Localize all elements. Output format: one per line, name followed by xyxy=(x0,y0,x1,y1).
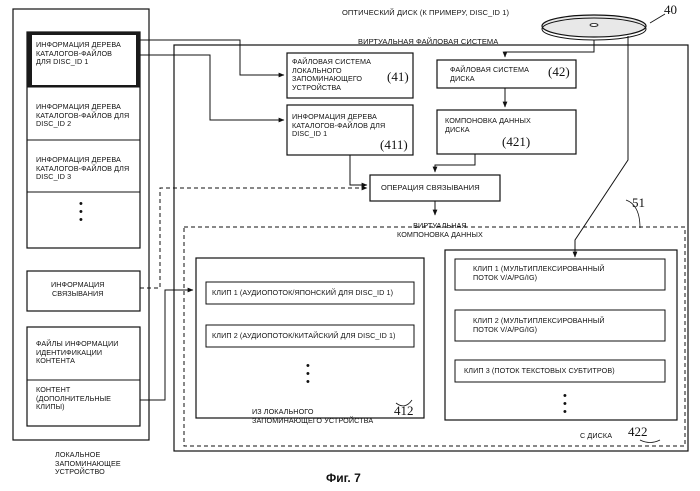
local-clips-ref: 412 xyxy=(394,404,414,418)
local-clip-1: КЛИП 1 (АУДИОПОТОК/ЯПОНСКИЙ ДЛЯ DISC_ID … xyxy=(212,289,393,298)
local-clips-dots: ••• xyxy=(306,362,310,386)
ref-422-leader xyxy=(640,440,660,443)
figure-caption: Фиг. 7 xyxy=(326,471,361,485)
link-info-label: ИНФОРМАЦИЯ СВЯЗЫВАНИЯ xyxy=(51,281,105,298)
disc-layout-label: КОМПОНОВКА ДАННЫХ ДИСКА xyxy=(445,117,531,134)
disc-ref-leader xyxy=(650,14,665,23)
arrow-local-tree-to-binding xyxy=(350,155,367,185)
local-item-1: ИНФОРМАЦИЯ ДЕРЕВА КАТАЛОГОВ-ФАЙЛОВ ДЛЯ D… xyxy=(36,41,136,67)
local-tree-label: ИНФОРМАЦИЯ ДЕРЕВА КАТАЛОГОВ-ФАЙЛОВ ДЛЯ D… xyxy=(292,113,385,139)
more-items-dots: ••• xyxy=(79,200,83,224)
optical-disc-icon xyxy=(542,15,646,40)
disc-label: ОПТИЧЕСКИЙ ДИСК (К ПРИМЕРУ, DISC_ID 1) xyxy=(342,9,509,18)
arrow-item1-to-local-tree xyxy=(140,55,284,120)
local-fs-label: ФАЙЛОВАЯ СИСТЕМА ЛОКАЛЬНОГО ЗАПОМИНАЮЩЕГ… xyxy=(292,58,371,92)
virtual-panel-ref: 51 xyxy=(632,196,645,210)
binding-label: ОПЕРАЦИЯ СВЯЗЫВАНИЯ xyxy=(381,184,480,193)
local-tree-ref: (411) xyxy=(380,138,408,152)
disc-clip-2: КЛИП 2 (МУЛЬТИПЛЕКСИРОВАННЫЙ ПОТОК V/A/P… xyxy=(473,317,605,334)
arrow-disc-to-disc-fs xyxy=(505,40,594,57)
disc-ref: 40 xyxy=(664,3,677,17)
content-id-label: ФАЙЛЫ ИНФОРМАЦИИ ИДЕНТИФИКАЦИИ КОНТЕНТА xyxy=(36,340,119,366)
disc-fs-ref: (42) xyxy=(548,65,570,79)
arrow-disc-layout-to-binding xyxy=(435,154,475,172)
local-clips-caption: ИЗ ЛОКАЛЬНОГО ЗАПОМИНАЮЩЕГО УСТРОЙСТВА xyxy=(252,408,373,425)
disc-clip-3: КЛИП 3 (ПОТОК ТЕКСТОВЫХ СУБТИТРОВ) xyxy=(464,367,615,376)
local-clip-2: КЛИП 2 (АУДИОПОТОК/КИТАЙСКИЙ ДЛЯ DISC_ID… xyxy=(212,332,396,341)
disc-clips-dots: ••• xyxy=(563,392,567,416)
local-fs-ref: (41) xyxy=(387,70,409,84)
disc-clips-caption: С ДИСКА xyxy=(580,432,612,441)
local-item-3: ИНФОРМАЦИЯ ДЕРЕВА КАТАЛОГОВ-ФАЙЛОВ ДЛЯ D… xyxy=(36,156,136,182)
disc-clips-ref: 422 xyxy=(628,425,648,439)
arrow-disc-to-disc-clips xyxy=(575,36,628,257)
vfs-label: ВИРТУАЛЬНАЯ ФАЙЛОВАЯ СИСТЕМА xyxy=(358,38,498,47)
virtual-layout-label: ВИРТУАЛЬНАЯ КОМПОНОВКА ДАННЫХ xyxy=(397,222,483,239)
disc-layout-ref: (421) xyxy=(502,135,530,149)
disc-fs-label: ФАЙЛОВАЯ СИСТЕМА ДИСКА xyxy=(450,66,529,83)
local-storage-label: ЛОКАЛЬНОЕ ЗАПОМИНАЮЩЕЕ УСТРОЙСТВО xyxy=(55,451,121,477)
content-label: КОНТЕНТ (ДОПОЛНИТЕЛЬНЫЕ КЛИПЫ) xyxy=(36,386,111,412)
local-item-2: ИНФОРМАЦИЯ ДЕРЕВА КАТАЛОГОВ-ФАЙЛОВ ДЛЯ D… xyxy=(36,103,136,129)
disc-clip-1: КЛИП 1 (МУЛЬТИПЛЕКСИРОВАННЫЙ ПОТОК V/A/P… xyxy=(473,265,605,282)
vfs-box xyxy=(174,45,688,451)
arrow-content-to-local-clips xyxy=(140,290,193,400)
